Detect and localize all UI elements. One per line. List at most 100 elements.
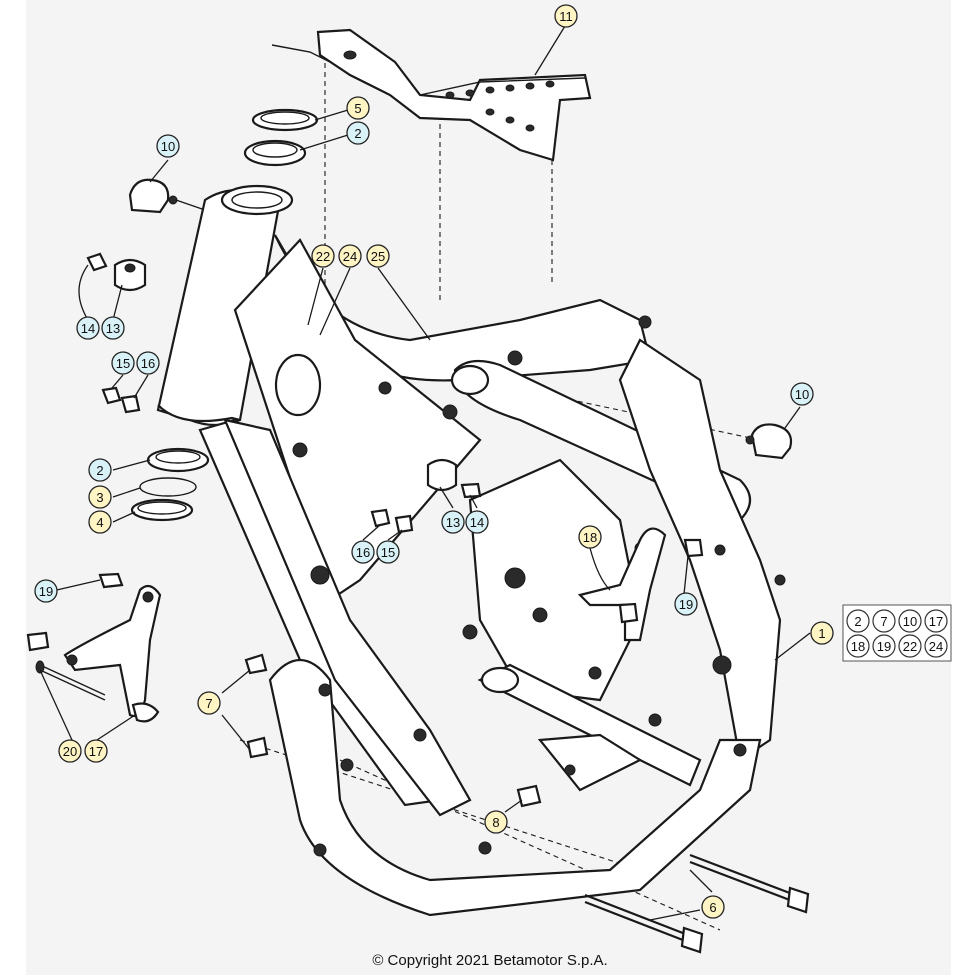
callout-part-4: 4 <box>88 510 112 534</box>
nuts-bottom <box>244 653 269 759</box>
callout-part-18: 18 <box>578 525 602 549</box>
callout-part-14: 14 <box>465 510 489 534</box>
copyright-text: © Copyright 2021 Betamotor S.p.A. <box>372 952 608 969</box>
callout-label: 25 <box>371 249 385 264</box>
legend-label: 19 <box>877 639 891 654</box>
bushing-right <box>426 458 482 499</box>
callout-part-3: 3 <box>88 485 112 509</box>
callout-label: 14 <box>470 515 484 530</box>
callout-part-15: 15 <box>111 351 135 375</box>
callout-label: 17 <box>89 744 103 759</box>
callout-label: 2 <box>354 126 361 141</box>
callout-part-19: 19 <box>34 579 58 603</box>
callout-label: 2 <box>96 463 103 478</box>
callout-label: 3 <box>96 490 103 505</box>
callout-part-2: 2 <box>346 121 370 145</box>
callout-label: 13 <box>106 321 120 336</box>
bushing-left <box>86 252 147 292</box>
callout-part-16: 16 <box>351 540 375 564</box>
callout-part-22: 22 <box>311 244 335 268</box>
callout-label: 19 <box>39 584 53 599</box>
callout-part-16: 16 <box>136 351 160 375</box>
bottom-seal-ring <box>139 477 197 497</box>
callout-label: 1 <box>818 626 825 641</box>
nuts-right <box>370 508 414 534</box>
diagram-panel <box>26 0 951 975</box>
callout-label: 10 <box>795 387 809 402</box>
callout-part-5: 5 <box>346 96 370 120</box>
callout-part-15: 15 <box>376 540 400 564</box>
legend-label: 2 <box>854 614 861 629</box>
legend-item-22: 22 <box>898 634 922 658</box>
cable-clamp-left <box>128 178 206 214</box>
nuts-left <box>101 386 141 414</box>
callout-label: 15 <box>381 545 395 560</box>
callout-part-17: 17 <box>84 739 108 763</box>
cable-clamp-right <box>745 423 793 460</box>
legend-item-18: 18 <box>846 634 870 658</box>
callout-part-1: 1 <box>810 621 834 645</box>
callout-part-11: 11 <box>554 4 578 28</box>
legend-label: 24 <box>929 639 943 654</box>
callout-label: 5 <box>354 101 361 116</box>
clip-nut <box>516 784 542 808</box>
callout-part-13: 13 <box>441 510 465 534</box>
legend-label: 10 <box>903 614 917 629</box>
callout-label: 16 <box>356 545 370 560</box>
callout-label: 16 <box>141 356 155 371</box>
legend-item-17: 17 <box>924 609 948 633</box>
callout-label: 7 <box>205 696 212 711</box>
callout-part-10: 10 <box>790 382 814 406</box>
callout-label: 6 <box>709 900 716 915</box>
callout-part-20: 20 <box>58 739 82 763</box>
callout-label: 14 <box>81 321 95 336</box>
callout-label: 13 <box>446 515 460 530</box>
legend-label: 22 <box>903 639 917 654</box>
plate-holes <box>343 50 555 132</box>
top-bearing <box>243 139 307 167</box>
callout-label: 20 <box>63 744 77 759</box>
callout-label: 18 <box>583 530 597 545</box>
leader-lines <box>39 25 811 921</box>
legend-items: 2 7 10 17 18 19 22 24 <box>846 609 948 658</box>
engine-mount-bracket-right <box>577 527 704 642</box>
callout-part-7: 7 <box>197 691 221 715</box>
callout-part-10: 10 <box>156 134 180 158</box>
legend-label: 18 <box>851 639 865 654</box>
legend-label: 17 <box>929 614 943 629</box>
callout-part-24: 24 <box>338 244 362 268</box>
long-bolts <box>584 853 810 954</box>
legend-label: 7 <box>880 614 887 629</box>
callout-label: 19 <box>679 597 693 612</box>
callout-part-6: 6 <box>701 895 725 919</box>
top-bearing-ring <box>251 108 319 132</box>
callout-label: 10 <box>161 139 175 154</box>
legend-item-7: 7 <box>872 609 896 633</box>
main-frame <box>198 234 782 917</box>
callout-label: 11 <box>559 9 573 24</box>
callout-part-14: 14 <box>76 316 100 340</box>
callout-part-25: 25 <box>366 244 390 268</box>
callout-label: 24 <box>343 249 357 264</box>
callout-label: 22 <box>316 249 330 264</box>
assembly-legend: 2 7 10 17 18 19 22 24 <box>842 604 952 662</box>
callout-part-8: 8 <box>484 810 508 834</box>
callout-label: 15 <box>116 356 130 371</box>
steering-head-tube <box>156 184 294 427</box>
callout-label: 4 <box>96 515 103 530</box>
engine-mount-bracket-left <box>26 572 162 723</box>
callout-part-13: 13 <box>101 316 125 340</box>
bottom-bearing <box>146 447 210 473</box>
rear-subframe-plate <box>271 28 592 162</box>
legend-item-2: 2 <box>846 609 870 633</box>
callout-part-19: 19 <box>674 592 698 616</box>
callout-label: 8 <box>492 815 499 830</box>
legend-item-24: 24 <box>924 634 948 658</box>
callout-part-2: 2 <box>88 458 112 482</box>
bottom-dust-seal <box>130 498 194 522</box>
legend-item-19: 19 <box>872 634 896 658</box>
legend-item-10: 10 <box>898 609 922 633</box>
